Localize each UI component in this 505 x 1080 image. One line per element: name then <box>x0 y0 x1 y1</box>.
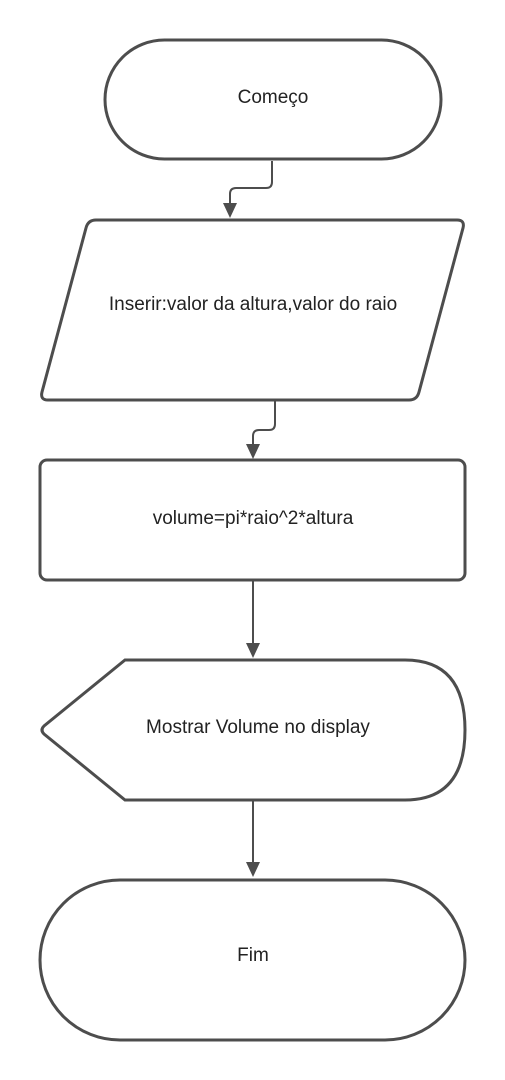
input-label: Inserir:valor da altura,valor do raio <box>109 294 397 315</box>
start-terminator-shape <box>103 38 443 161</box>
process-node: volume=pi*raio^2*altura <box>38 458 467 582</box>
connector-input-to-process <box>246 400 276 459</box>
connectors <box>223 161 276 877</box>
start-node: Começo <box>103 38 443 161</box>
display-label: Mostrar Volume no display <box>146 717 370 738</box>
start-label: Começo <box>238 87 309 108</box>
process-rectangle-shape <box>38 458 467 582</box>
end-terminator-shape <box>38 878 467 1042</box>
input-node: Inserir:valor da altura,valor do raio <box>40 218 465 402</box>
process-label: volume=pi*raio^2*altura <box>153 508 354 529</box>
display-node: Mostrar Volume no display <box>40 658 467 802</box>
connector-process-to-display <box>246 581 260 658</box>
connector-display-to-end <box>246 800 260 877</box>
end-node: Fim <box>38 878 467 1042</box>
connector-start-to-input <box>223 161 273 218</box>
input-parallelogram-shape <box>40 218 465 402</box>
display-shape <box>40 658 467 802</box>
end-label: Fim <box>237 945 269 966</box>
